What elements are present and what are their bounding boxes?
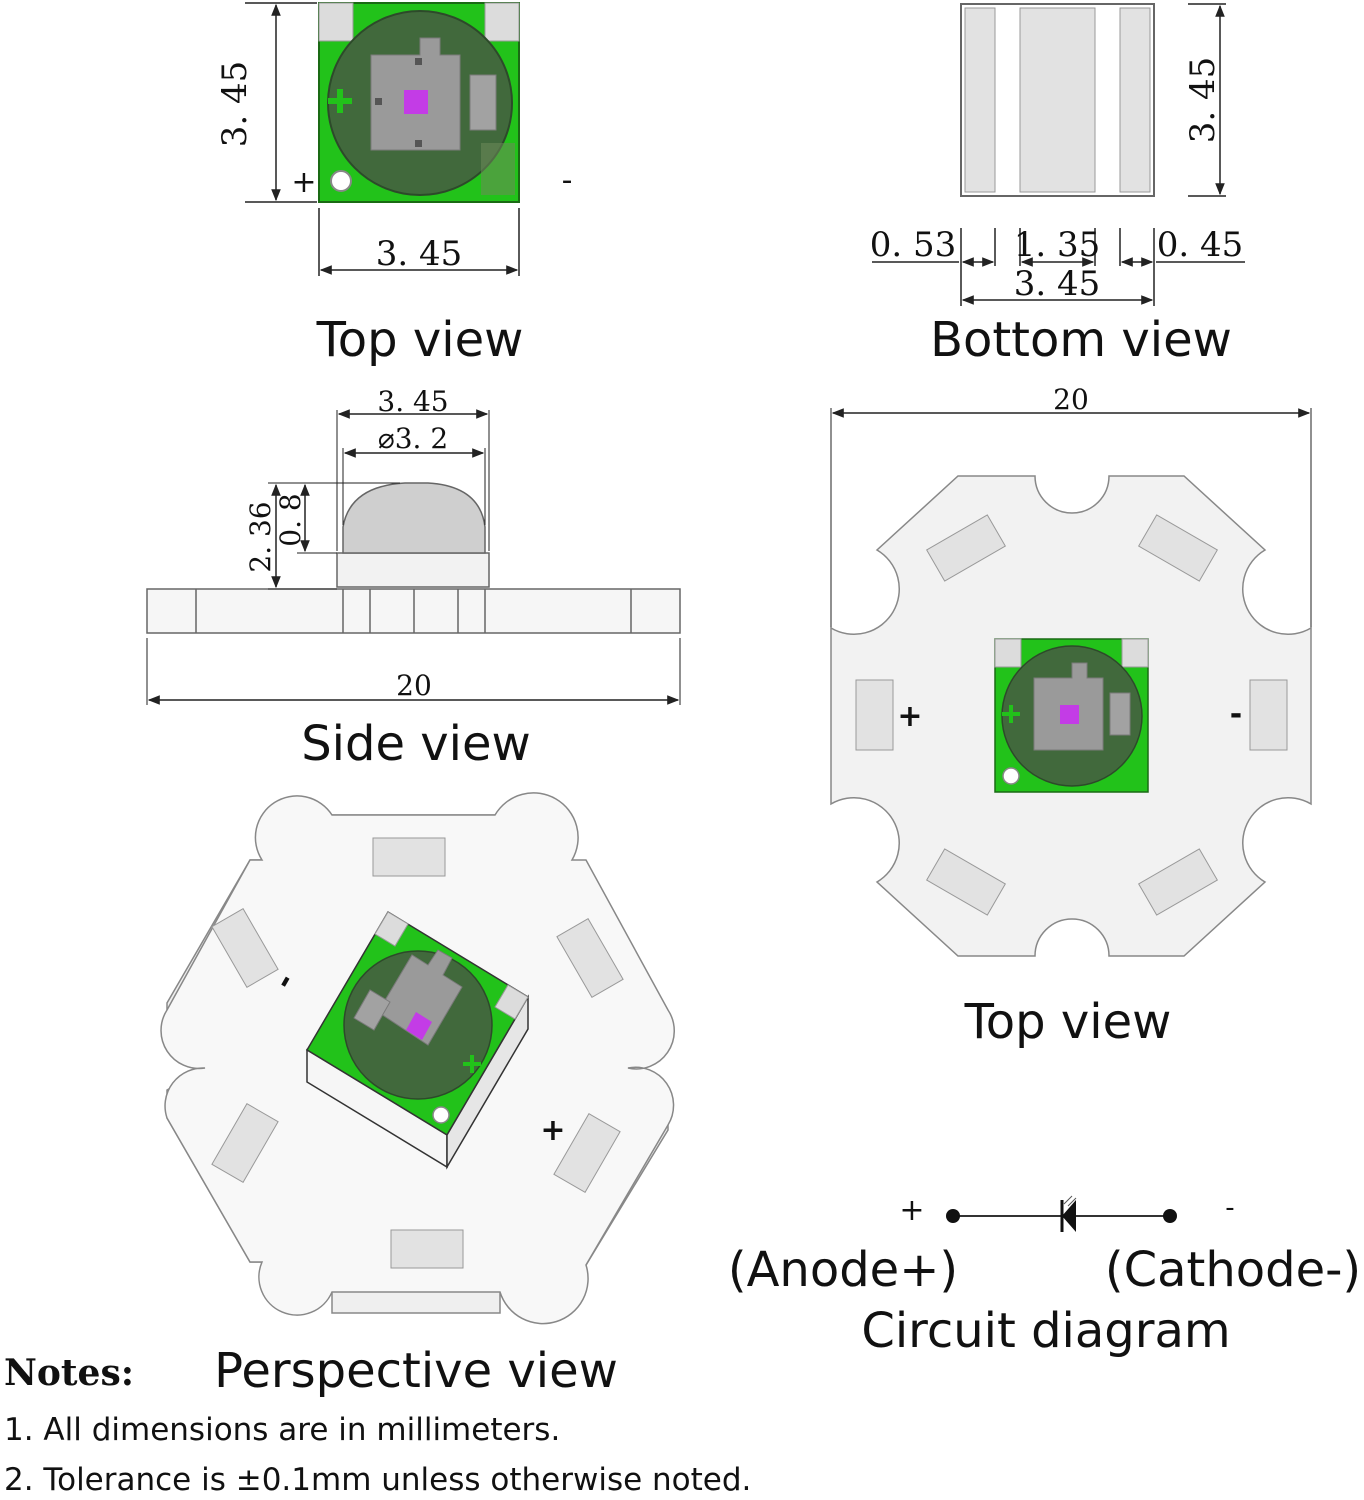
cathode-node	[1163, 1209, 1177, 1223]
top-small-caption: Top view	[316, 312, 524, 368]
side-height-total-label: 2. 36	[244, 501, 277, 572]
perspective-plus: +	[540, 1113, 565, 1148]
led-package-bottom	[960, 3, 1155, 197]
led-package-on-board	[994, 638, 1149, 793]
circuit-diagram: + - (Anode+) (Cathode-) Circuit diagram	[728, 1193, 1361, 1359]
side-height-dome-label: 0. 8	[274, 493, 307, 546]
led-side-profile	[146, 482, 681, 634]
top-view-small: 3. 45 3. 45 + - Top view	[215, 2, 573, 368]
bottom-height-label: 3. 45	[1183, 57, 1223, 144]
circuit-caption: Circuit diagram	[861, 1303, 1230, 1359]
perspective-caption: Perspective view	[214, 1343, 618, 1399]
anode-node	[946, 1209, 960, 1223]
perspective-led	[305, 910, 530, 1170]
bottom-view: 3. 45 0. 53 1. 35 0. 45 3. 45 Bottom vie…	[870, 3, 1245, 368]
top-small-plus: +	[291, 165, 316, 200]
bottom-left-label: 0. 53	[870, 225, 957, 265]
led-package-top	[318, 2, 520, 203]
board-plus: +	[897, 699, 922, 734]
side-board-label: 20	[396, 669, 432, 702]
bottom-caption: Bottom view	[930, 312, 1232, 368]
top-small-minus: -	[562, 163, 573, 198]
circuit-minus: -	[1225, 1193, 1234, 1223]
note-line-2: 2. Tolerance is ±0.1mm unless otherwise …	[4, 1462, 752, 1498]
side-caption: Side view	[301, 716, 531, 772]
side-view: 3. 45 ⌀3. 2 2. 36 0. 8 20 Side view	[146, 385, 681, 772]
notes-heading: Notes:	[4, 1352, 135, 1394]
side-dome-label: ⌀3. 2	[378, 422, 448, 455]
diode-symbol	[1062, 1200, 1076, 1232]
top-small-width-label: 3. 45	[376, 234, 463, 274]
bottom-total-label: 3. 45	[1014, 264, 1101, 304]
circuit-plus: +	[899, 1193, 924, 1228]
board-top-caption: Top view	[964, 994, 1172, 1050]
board-width-label: 20	[1053, 383, 1089, 416]
anode-label: (Anode+)	[728, 1242, 958, 1298]
note-line-1: 1. All dimensions are in millimeters.	[4, 1412, 561, 1448]
cathode-label: (Cathode-)	[1105, 1242, 1361, 1298]
bottom-center-label: 1. 35	[1014, 225, 1101, 265]
side-width-label: 3. 45	[377, 385, 448, 418]
top-small-height-label: 3. 45	[215, 61, 255, 148]
top-view-board: 20 + - Top view	[830, 383, 1312, 1050]
perspective-view: - + Perspective view	[160, 792, 675, 1399]
board-minus: -	[1230, 697, 1242, 732]
bottom-right-label: 0. 45	[1157, 225, 1244, 265]
